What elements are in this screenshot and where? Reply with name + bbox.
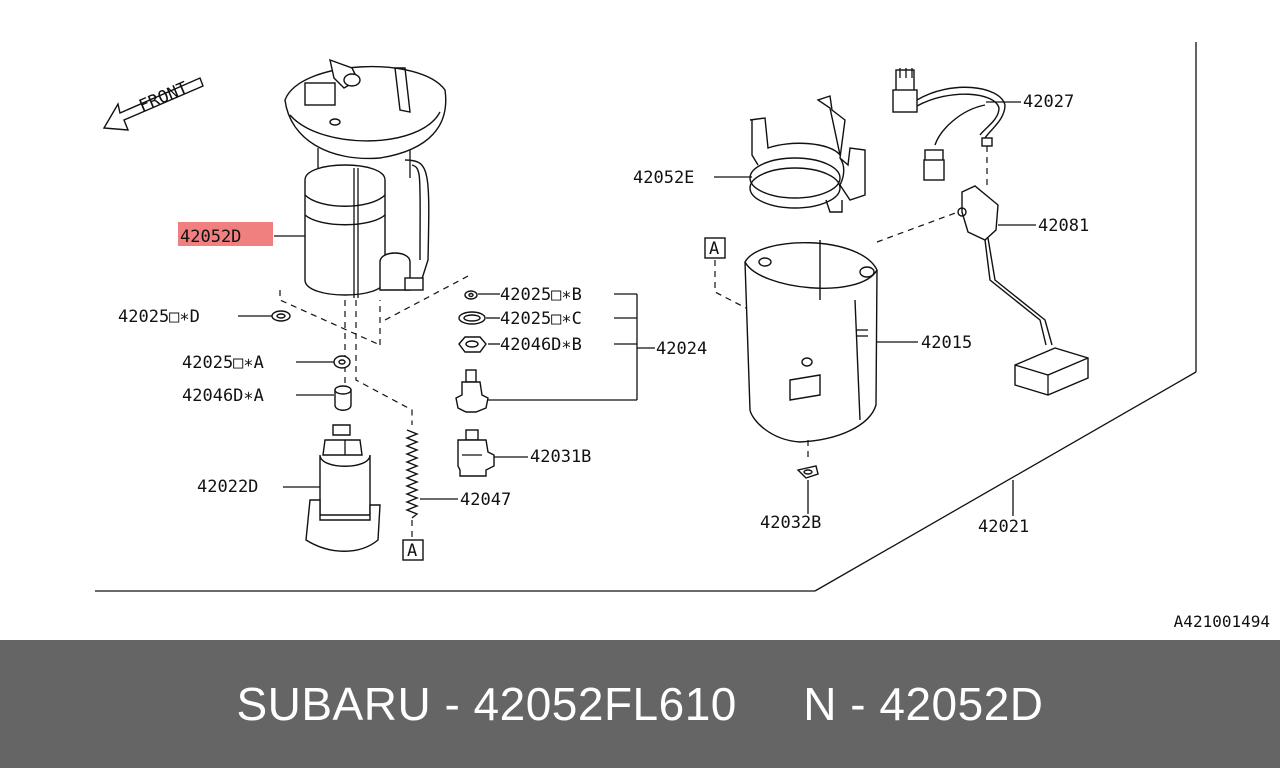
callout-42022D[interactable]: 42022D	[197, 477, 258, 497]
callout-42027[interactable]: 42027	[1023, 92, 1074, 112]
diagram-frame	[95, 42, 1197, 592]
ref-box-A-left	[402, 539, 424, 561]
fuel-pump-assembly	[284, 58, 447, 298]
ref-A-left: A	[407, 541, 417, 561]
callout-42052E[interactable]: 42052E	[633, 168, 694, 188]
cap-42046D-B	[458, 336, 487, 353]
spring-42047	[405, 429, 419, 538]
harness-42027	[892, 68, 1006, 181]
clamp-42052E	[749, 95, 866, 213]
highlight-42052D	[178, 222, 273, 246]
front-arrow-icon: FRONT	[102, 77, 204, 131]
callout-42024[interactable]: 42024	[656, 339, 707, 359]
parts-diagram: FRONT 42052D	[95, 42, 1197, 592]
part-number-text: SUBARU - 42052FL610 N - 42052D	[236, 678, 1044, 730]
o-ring-42025-C	[458, 311, 486, 325]
ref-box-A-right	[704, 237, 726, 259]
callout-42031B[interactable]: 42031B	[530, 447, 591, 467]
fuel-pump-42022D	[305, 424, 381, 552]
o-ring-42025-B	[464, 290, 478, 300]
callout-42046D-A[interactable]: 42046D∗A	[182, 386, 264, 406]
callout-42025-D[interactable]: 42025□∗D	[118, 307, 200, 327]
reservoir-42015	[744, 240, 878, 443]
diagram-code: A421001494	[1173, 612, 1270, 631]
regulator-part	[455, 369, 489, 413]
front-label: FRONT	[136, 78, 191, 116]
guide-lines-left	[279, 274, 471, 425]
ref-A-right: A	[709, 239, 719, 259]
callout-42025-A[interactable]: 42025□∗A	[182, 353, 264, 373]
callout-42052D[interactable]: 42052D	[180, 227, 241, 247]
cap-42046D-A	[334, 385, 352, 411]
callout-42025-B[interactable]: 42025□∗B	[500, 285, 582, 305]
clip-42032B	[796, 465, 819, 479]
o-ring-42025-A	[333, 355, 351, 369]
connector-42031B	[457, 429, 495, 477]
o-ring-42025-D	[271, 310, 291, 322]
callout-42047[interactable]: 42047	[460, 490, 511, 510]
footer-banner: SUBARU - 42052FL610 N - 42052D	[0, 640, 1280, 768]
callout-42081[interactable]: 42081	[1038, 216, 1089, 236]
callout-42015[interactable]: 42015	[921, 333, 972, 353]
level-sender-42081	[957, 185, 1089, 396]
callout-42032B[interactable]: 42032B	[760, 513, 821, 533]
callout-42021[interactable]: 42021	[978, 517, 1029, 537]
bracket-42024	[488, 293, 655, 401]
callout-42046D-B[interactable]: 42046D∗B	[500, 335, 582, 355]
callout-42025-C[interactable]: 42025□∗C	[500, 309, 582, 329]
